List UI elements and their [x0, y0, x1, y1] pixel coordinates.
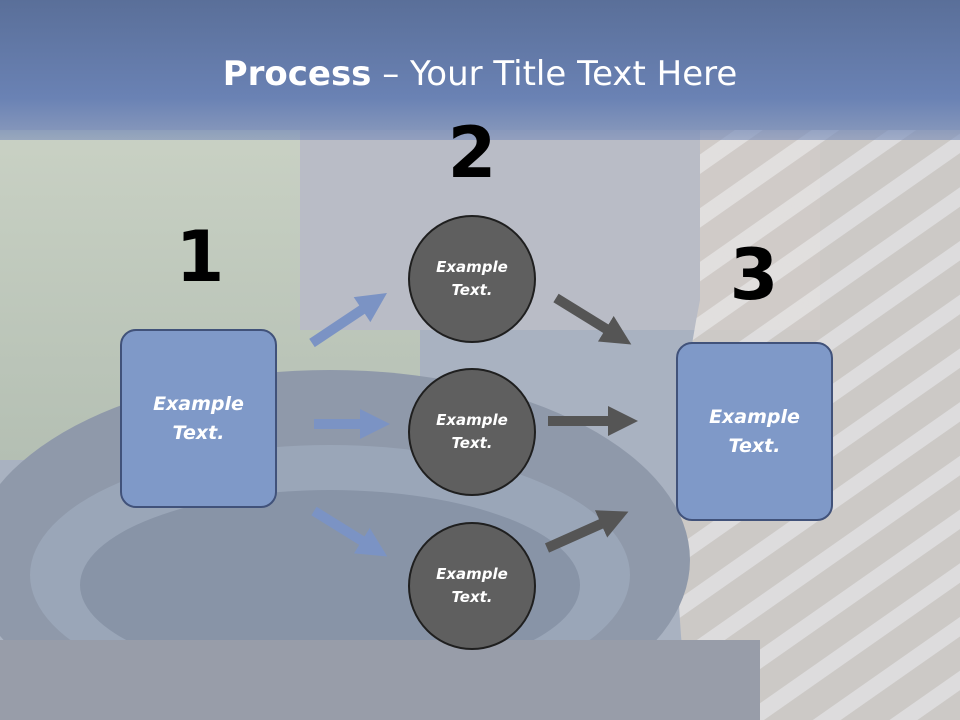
slide-title: Process – Your Title Text Here — [0, 52, 960, 96]
step-1-box[interactable]: Example Text. — [120, 329, 277, 508]
step-number-1: 1 — [175, 216, 225, 298]
step-2-circle-bottom-text: Example Text. — [436, 563, 508, 609]
arrow-1-to-2a — [309, 293, 387, 348]
circle-line1: Example — [436, 411, 508, 429]
circle-line2: Text. — [451, 281, 493, 299]
step-2-circle-top-text: Example Text. — [436, 256, 508, 302]
circle-line1: Example — [436, 258, 508, 276]
step-2-circle-middle-text: Example Text. — [436, 409, 508, 455]
step-1-line2: Text. — [172, 421, 225, 444]
arrow-1-to-2c — [311, 506, 388, 557]
step-3-line2: Text. — [728, 434, 781, 457]
step-3-text: Example Text. — [709, 403, 800, 461]
step-number-2: 2 — [447, 112, 497, 194]
step-1-line1: Example — [153, 392, 244, 415]
arrow-2a-to-3 — [553, 293, 632, 345]
title-band — [0, 0, 960, 140]
step-number-3: 3 — [729, 234, 779, 316]
step-3-box[interactable]: Example Text. — [676, 342, 833, 521]
step-3-line1: Example — [709, 405, 800, 428]
step-2-circle-middle[interactable]: Example Text. — [408, 368, 536, 496]
arrow-2c-to-3 — [544, 510, 629, 553]
step-1-text: Example Text. — [153, 390, 244, 448]
title-rest: – Your Title Text Here — [371, 54, 738, 94]
circle-line2: Text. — [451, 588, 493, 606]
circle-line2: Text. — [451, 434, 493, 452]
step-2-circle-bottom[interactable]: Example Text. — [408, 522, 536, 650]
circle-line1: Example — [436, 565, 508, 583]
step-2-circle-top[interactable]: Example Text. — [408, 215, 536, 343]
title-bold: Process — [222, 54, 372, 94]
